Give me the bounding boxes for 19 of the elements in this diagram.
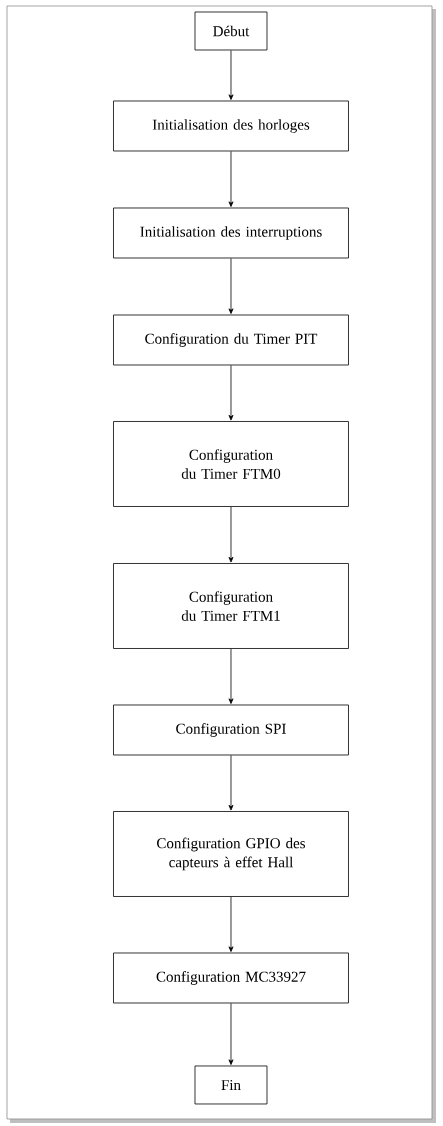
terminal-box: Début	[194, 11, 268, 51]
arrow	[228, 648, 234, 704]
process-box: Configuration MC33927	[113, 952, 349, 1004]
arrow	[228, 506, 234, 563]
process-box: Configuration du Timer FTM0	[113, 421, 349, 507]
arrow	[228, 50, 234, 100]
process-box: Configuration GPIO des capteurs à effet Hall	[113, 811, 349, 897]
terminal-box: Fin	[194, 1065, 268, 1105]
arrow	[228, 1003, 234, 1065]
arrow	[228, 755, 234, 811]
process-box: Initialisation des horloges	[113, 100, 349, 152]
process-box: Configuration du Timer FTM1	[113, 563, 349, 649]
arrow	[228, 258, 234, 314]
process-box: Configuration du Timer PIT	[113, 314, 349, 366]
process-box: Configuration SPI	[113, 704, 349, 756]
arrow	[228, 151, 234, 207]
arrow	[228, 365, 234, 421]
process-box: Initialisation des interruptions	[113, 207, 349, 259]
arrow	[228, 896, 234, 952]
